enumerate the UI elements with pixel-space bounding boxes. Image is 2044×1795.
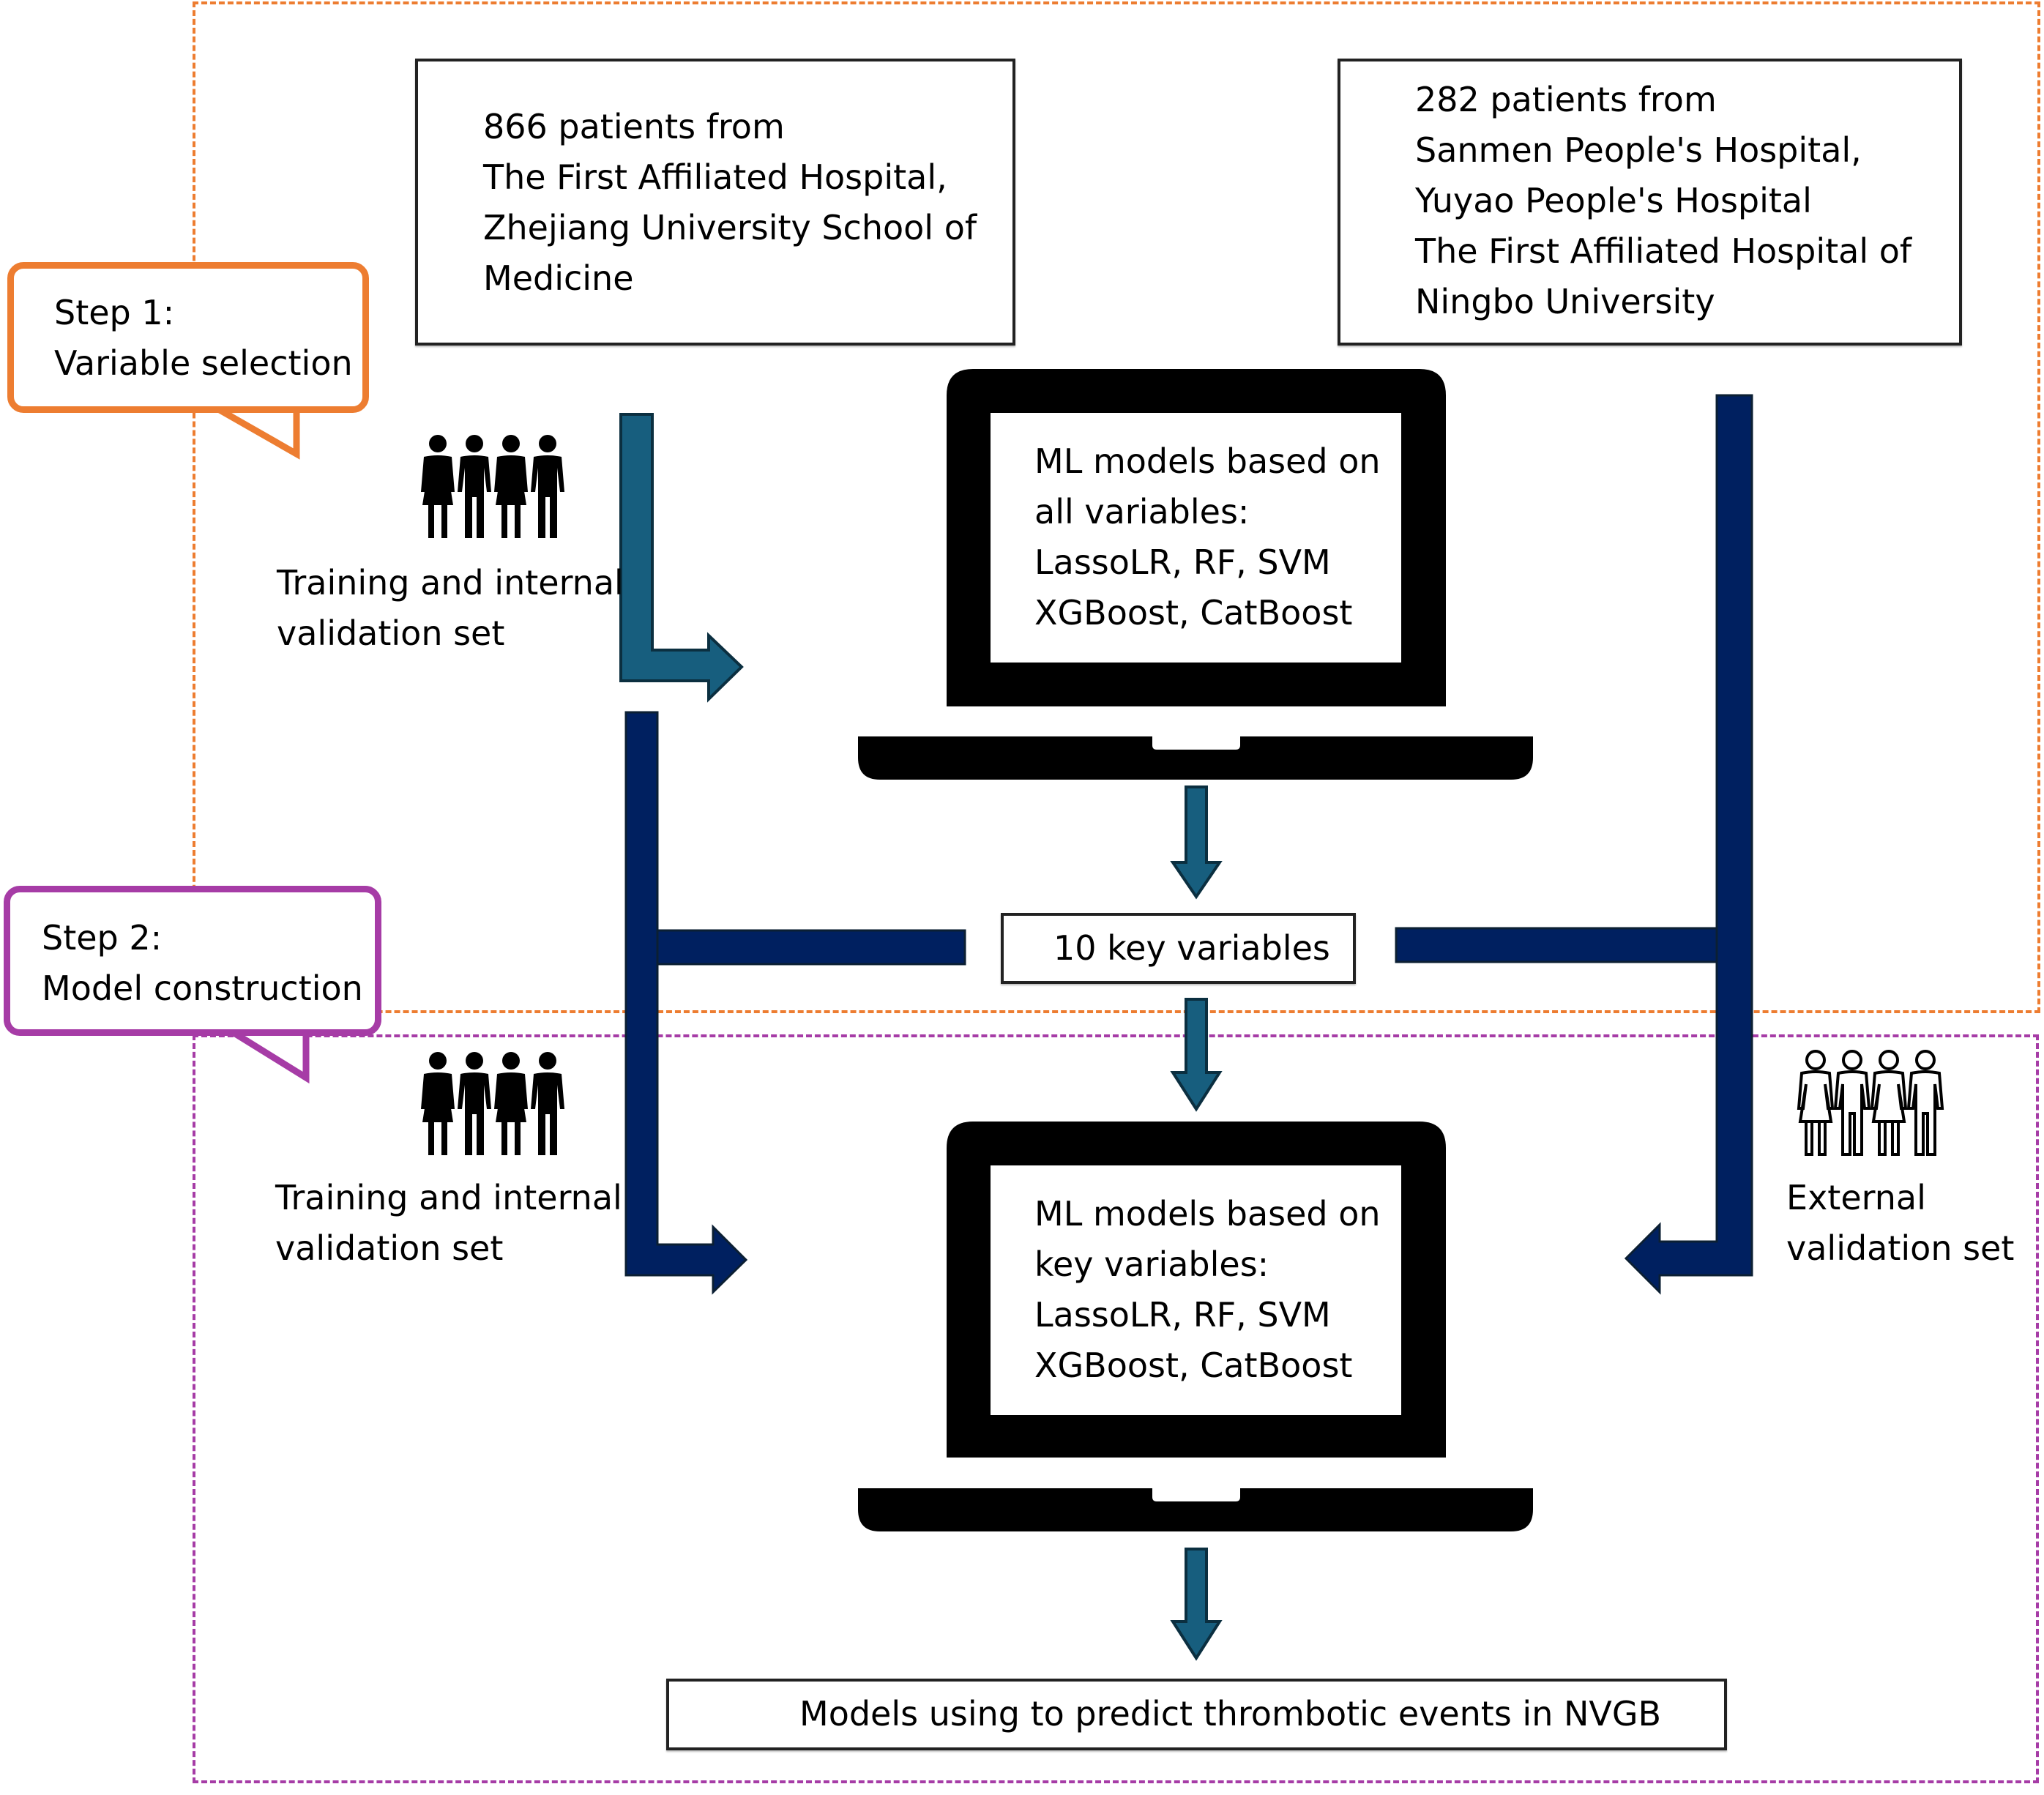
external-source-box: 282 patients from Sanmen People's Hospit… xyxy=(1338,59,1962,346)
models-key-variables-line: LassoLR, RF, SVM xyxy=(1034,1295,1331,1335)
models-all-variables-line: XGBoost, CatBoost xyxy=(1034,593,1353,632)
woman-figure-icon xyxy=(1870,1050,1908,1156)
external-source-line: 282 patients from xyxy=(1415,80,1717,119)
woman-figure-icon xyxy=(494,1052,528,1155)
people-group-filled-icon xyxy=(421,1052,564,1155)
models-all-variables-line: LassoLR, RF, SVM xyxy=(1034,542,1331,582)
external-source-line: The First Affiliated Hospital of xyxy=(1415,231,1912,271)
man-figure-icon xyxy=(458,435,491,538)
models-key-variables-line: key variables: xyxy=(1034,1244,1269,1284)
training-set-label-step1: validation set xyxy=(277,613,505,653)
step2-title: Step 2: xyxy=(42,918,163,958)
man-figure-icon xyxy=(531,1052,564,1155)
man-figure-icon xyxy=(1833,1050,1871,1156)
connector-right-branch xyxy=(1395,927,1718,963)
man-figure-icon xyxy=(1906,1050,1944,1156)
man-figure-icon xyxy=(458,1052,491,1155)
training-set-label-step1: Training and internal xyxy=(277,563,624,602)
outcome-box: Models using to predict thrombotic event… xyxy=(666,1679,1727,1750)
internal-source-line: 866 patients from xyxy=(483,107,785,146)
internal-source-line: Zhejiang University School of xyxy=(483,208,977,247)
people-group-filled-icon xyxy=(421,435,564,538)
key-variables-box: 10 key variables xyxy=(1001,913,1356,984)
man-figure-icon xyxy=(531,435,564,538)
external-set-label: External xyxy=(1786,1178,1926,1217)
internal-source-box: 866 patients from The First Affiliated H… xyxy=(415,59,1015,346)
laptop-icon xyxy=(858,1122,1533,1531)
key-variables-label: 10 key variables xyxy=(1053,928,1330,968)
models-key-variables-line: XGBoost, CatBoost xyxy=(1034,1346,1353,1385)
models-all-variables-line: ML models based on xyxy=(1034,441,1381,481)
arrow-key-variables-to-key-models xyxy=(1170,998,1223,1112)
woman-figure-icon xyxy=(421,435,455,538)
external-source-line: Sanmen People's Hospital, xyxy=(1415,130,1862,170)
step2-callout: Step 2: Model construction xyxy=(4,886,381,1036)
step2-region xyxy=(193,1034,2039,1783)
step1-subtitle: Variable selection xyxy=(54,343,353,383)
arrow-key-models-to-outcome xyxy=(1170,1548,1223,1661)
step2-subtitle: Model construction xyxy=(42,969,363,1008)
external-source-line: Yuyao People's Hospital xyxy=(1415,181,1812,220)
arrow-all-models-to-key-variables xyxy=(1170,785,1223,900)
arrow-training-to-all-models xyxy=(619,413,744,703)
external-source-line: Ningbo University xyxy=(1415,282,1715,321)
woman-figure-icon xyxy=(421,1052,455,1155)
connector-left-to-key-models xyxy=(624,711,748,1295)
step1-region xyxy=(193,1,2040,1013)
external-set-label: validation set xyxy=(1786,1228,2015,1268)
woman-figure-icon xyxy=(1797,1050,1835,1156)
connector-left-branch xyxy=(656,929,966,966)
models-all-variables-line: all variables: xyxy=(1034,492,1250,531)
internal-source-line: Medicine xyxy=(483,258,634,298)
internal-source-line: The First Affiliated Hospital, xyxy=(483,157,947,197)
training-set-label-step2: Training and internal xyxy=(275,1178,622,1217)
connector-right-to-key-models xyxy=(1624,394,1753,1295)
step1-callout: Step 1: Variable selection xyxy=(7,262,369,413)
step1-title: Step 1: xyxy=(54,293,175,332)
models-key-variables-line: ML models based on xyxy=(1034,1194,1381,1234)
laptop-icon xyxy=(858,369,1533,780)
training-set-label-step2: validation set xyxy=(275,1228,504,1268)
people-group-outline-icon xyxy=(1797,1050,1944,1156)
outcome-label: Models using to predict thrombotic event… xyxy=(799,1694,1662,1734)
woman-figure-icon xyxy=(494,435,528,538)
